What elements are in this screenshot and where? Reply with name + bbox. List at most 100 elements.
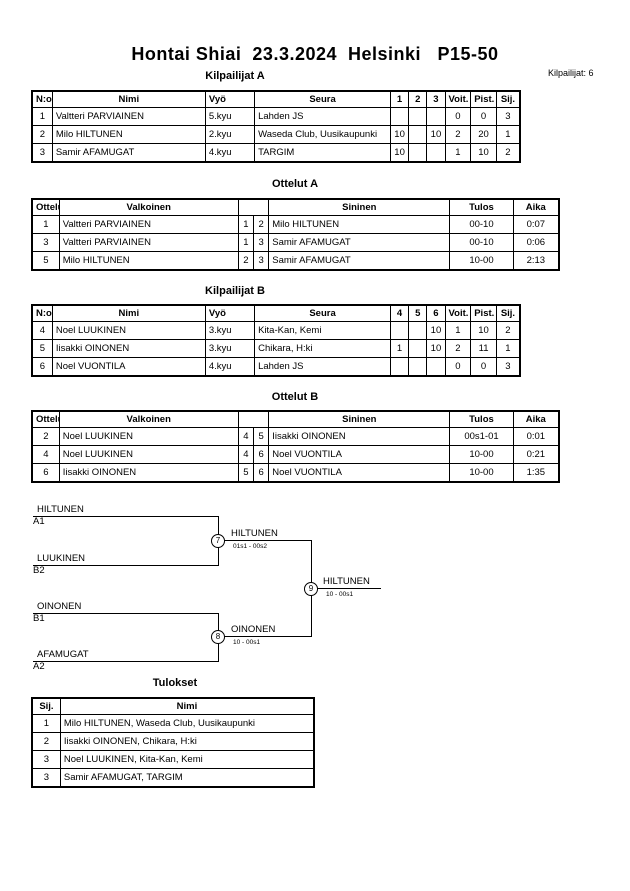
match-8-marker: 8 <box>211 630 225 644</box>
cell-blue: Samir AFAMUGAT <box>268 233 451 252</box>
bracket-line <box>33 661 219 662</box>
cell-opp <box>389 107 410 126</box>
matches-a-header: Ottelu Valkoinen Sininen Tulos Aika <box>31 198 560 216</box>
cell-points: 0 <box>470 357 497 377</box>
col-belt: Vyö <box>204 90 256 108</box>
cell-opp <box>389 357 410 377</box>
cell-result: 10-00 <box>449 251 514 271</box>
cell-points: 10 <box>470 143 497 163</box>
col-opp-5: 5 <box>408 304 428 322</box>
cell-name: Samir AFAMUGAT <box>51 143 206 163</box>
cell-wins: 2 <box>444 339 472 358</box>
cell-club: Chikara, H:ki <box>254 339 391 358</box>
cell-place: 3 <box>495 357 521 377</box>
cell-place: 1 <box>495 125 521 144</box>
cell-club: Kita-Kan, Kemi <box>254 321 391 340</box>
cell-blue: Noel VUONTILA <box>268 463 451 483</box>
cell-no: 6 <box>31 357 53 377</box>
cell-points: 0 <box>470 107 497 126</box>
cell-belt: 3.kyu <box>204 339 256 358</box>
col-points: Pist. <box>470 90 497 108</box>
col-place: Sij. <box>495 90 521 108</box>
table-row: 4 Noel LUUKINEN 3.kyu Kita-Kan, Kemi 10 … <box>31 321 521 340</box>
cell-points: 20 <box>470 125 497 144</box>
cell-time: 0:07 <box>512 215 560 234</box>
cell-no: 2 <box>31 125 53 144</box>
table-row: 5 Iisakki OINONEN 3.kyu Chikara, H:ki 1 … <box>31 339 521 358</box>
cell-no: 5 <box>31 339 53 358</box>
cell-place: 3 <box>31 750 61 769</box>
cell-opp <box>408 107 428 126</box>
match-8-winner: OINONEN <box>231 624 276 635</box>
cell-club: Waseda Club, Uusikaupunki <box>254 125 391 144</box>
results-table: Sij. Nimi 1 Milo HILTUNEN, Waseda Club, … <box>31 697 315 788</box>
bracket-entry-3-name: OINONEN <box>37 601 82 612</box>
cell-blue-no: 6 <box>252 445 270 464</box>
cell-result: 10-00 <box>449 463 514 483</box>
table-row: 3 Noel LUUKINEN, Kita-Kan, Kemi <box>31 750 315 769</box>
cell-name: Noel LUUKINEN <box>51 321 206 340</box>
cell-white: Valtteri PARVIAINEN <box>58 233 239 252</box>
table-row: 1 Milo HILTUNEN, Waseda Club, Uusikaupun… <box>31 714 315 733</box>
cell-opp: 1 <box>389 339 410 358</box>
bracket-line <box>311 588 381 589</box>
bracket-entry-4-name: AFAMUGAT <box>37 649 89 660</box>
bracket-entry-3-seed: B1 <box>33 613 45 624</box>
col-name: Nimi <box>51 90 206 108</box>
cell-opp: 10 <box>389 143 410 163</box>
cell-belt: 4.kyu <box>204 357 256 377</box>
pool-a-header: N:o Nimi Vyö Seura 1 2 3 Voit. Pist. Sij… <box>31 90 521 108</box>
cell-club: Lahden JS <box>254 107 391 126</box>
cell-belt: 5.kyu <box>204 107 256 126</box>
bracket-entry-4-seed: A2 <box>33 661 45 672</box>
bracket-line <box>33 516 219 517</box>
cell-belt: 4.kyu <box>204 143 256 163</box>
cell-white-no: 5 <box>237 463 254 483</box>
col-name: Nimi <box>51 304 206 322</box>
bracket-entry-1-seed: A1 <box>33 516 45 527</box>
pool-b-table: N:o Nimi Vyö Seura 4 5 6 Voit. Pist. Sij… <box>31 304 521 377</box>
col-white: Valkoinen <box>58 198 239 216</box>
col-match: Ottelu <box>31 198 60 216</box>
cell-match: 6 <box>31 463 60 483</box>
cell-wins: 1 <box>444 321 472 340</box>
matches-a-table: Ottelu Valkoinen Sininen Tulos Aika 1 Va… <box>31 198 560 271</box>
col-club: Seura <box>254 304 391 322</box>
cell-place: 3 <box>31 768 61 788</box>
cell-wins: 0 <box>444 357 472 377</box>
pool-a-table: N:o Nimi Vyö Seura 1 2 3 Voit. Pist. Sij… <box>31 90 521 163</box>
final-score: 10 - 00s1 <box>326 591 354 598</box>
cell-white: Valtteri PARVIAINEN <box>58 215 239 234</box>
cell-name: Samir AFAMUGAT, TARGIM <box>59 768 315 788</box>
cell-belt: 3.kyu <box>204 321 256 340</box>
cell-wins: 1 <box>444 143 472 163</box>
col-points: Pist. <box>470 304 497 322</box>
pool-b-header: N:o Nimi Vyö Seura 4 5 6 Voit. Pist. Sij… <box>31 304 521 322</box>
col-opp-6: 6 <box>426 304 446 322</box>
col-opp-3: 3 <box>426 90 446 108</box>
match-8-score: 10 - 00s1 <box>233 639 261 646</box>
results-header: Sij. Nimi <box>31 697 315 715</box>
cell-name: Milo HILTUNEN <box>51 125 206 144</box>
cell-opp <box>426 357 446 377</box>
cell-time: 1:35 <box>512 463 560 483</box>
bracket-entry-1-name: HILTUNEN <box>37 504 84 515</box>
cell-result: 00-10 <box>449 233 514 252</box>
cell-blue-no: 3 <box>252 233 270 252</box>
cell-opp <box>408 321 428 340</box>
cell-place: 3 <box>495 107 521 126</box>
cell-blue-no: 6 <box>252 463 270 483</box>
pool-b-title: Kilpailijat B <box>205 285 265 297</box>
col-opp-1: 1 <box>389 90 410 108</box>
cell-match: 1 <box>31 215 60 234</box>
matches-b-title: Ottelut B <box>271 391 319 403</box>
cell-points: 10 <box>470 321 497 340</box>
competitor-count: Kilpailijat: 6 <box>548 68 594 78</box>
match-9-marker: 9 <box>304 582 318 596</box>
cell-points: 11 <box>470 339 497 358</box>
table-row: 2 Noel LUUKINEN 4 5 Iisakki OINONEN 00s1… <box>31 427 560 446</box>
cell-white-no: 1 <box>237 215 254 234</box>
cell-match: 3 <box>31 233 60 252</box>
col-opp-4: 4 <box>389 304 410 322</box>
bracket-line <box>33 613 219 614</box>
